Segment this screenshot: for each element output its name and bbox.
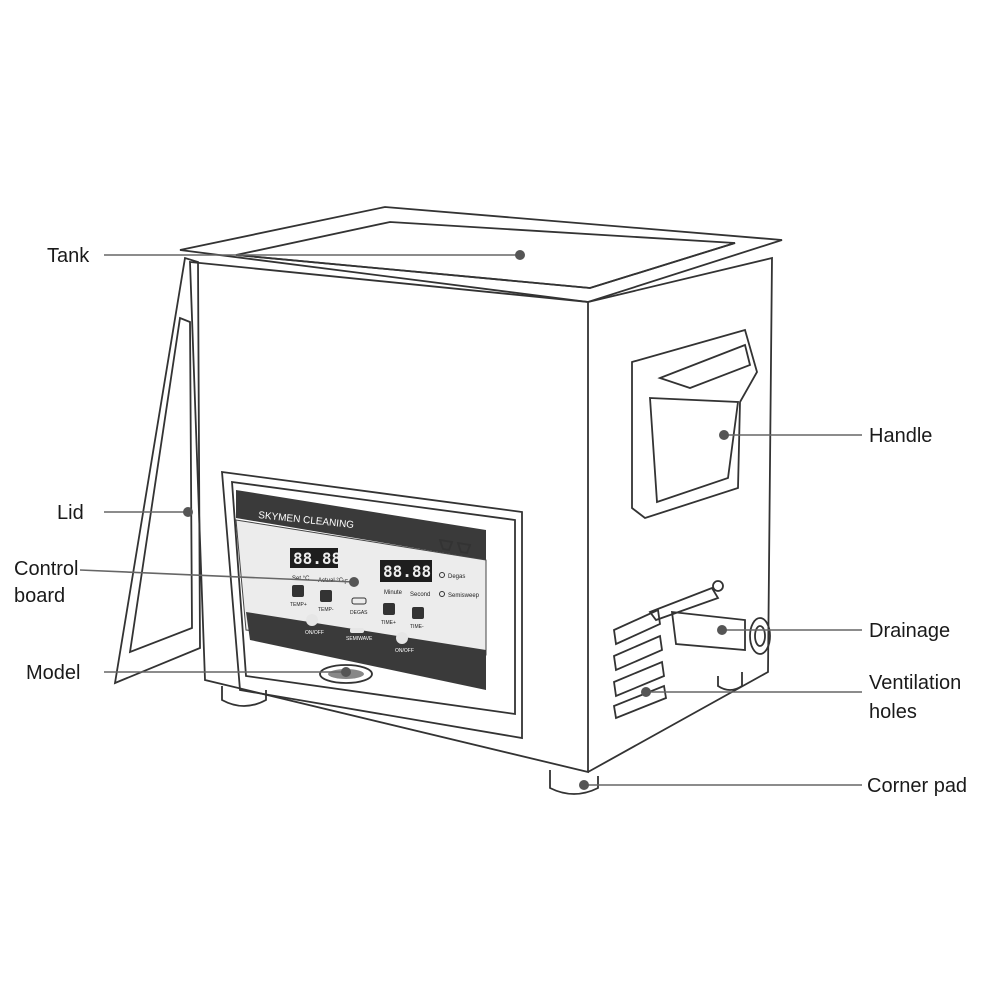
time-up-label: TIME+	[381, 620, 396, 626]
model-badge	[319, 664, 373, 684]
ventilation-holes-illustration	[612, 608, 668, 720]
time-down-button[interactable]	[412, 607, 424, 619]
time-readout: 88.88	[383, 562, 431, 581]
drainage-label: Drainage	[869, 620, 950, 642]
minute-label: Minute	[384, 590, 403, 596]
corner-pads-illustration	[221, 672, 743, 795]
control-panel: SKYMEN CLEANING 88.88 88.88 Set °C Actua…	[221, 470, 523, 740]
second-label: Second	[410, 592, 430, 598]
power-button-right[interactable]	[396, 632, 408, 644]
temp-up-button[interactable]	[292, 585, 304, 597]
semisweep-mode-label: Semisweep	[448, 593, 480, 599]
handle-illustration	[631, 328, 758, 520]
ventilation-holes-label-line2: holes	[869, 701, 917, 723]
time-down-label: TIME-	[410, 624, 424, 630]
time-display	[380, 560, 432, 582]
temp-up-label: TEMP+	[290, 602, 307, 608]
control-board-label-line2: board	[14, 585, 65, 607]
leader-lines	[79, 250, 862, 790]
handle-label: Handle	[869, 425, 932, 447]
lid-illustration	[113, 256, 201, 685]
temp-down-label: TEMP-	[318, 607, 334, 613]
ventilation-holes-label-line1: Ventilation	[869, 672, 961, 694]
cleaner-body	[179, 206, 783, 774]
semiwave-button[interactable]	[350, 628, 364, 633]
power-right-label: ON/OFF	[395, 648, 414, 654]
degas-button[interactable]	[351, 597, 367, 605]
temp-down-button[interactable]	[320, 590, 332, 602]
degas-label: DEGAS	[350, 610, 368, 616]
semiwave-label: SEMIWAVE	[346, 636, 373, 642]
degas-mode-label: Degas	[448, 574, 465, 580]
time-up-button[interactable]	[383, 603, 395, 615]
temperature-readout: 88.88	[293, 549, 341, 568]
corner-pad-label: Corner pad	[867, 775, 967, 797]
power-left-label: ON/OFF	[305, 630, 324, 636]
power-button-left[interactable]	[306, 614, 318, 626]
drain-valve-illustration	[648, 580, 771, 655]
control-board-label-line1: Control	[14, 558, 78, 580]
model-label: Model	[26, 662, 80, 684]
tank-rim	[179, 206, 783, 303]
callout-labels: Tank Lid Control board Model Handle Drai…	[14, 245, 967, 797]
tank-label: Tank	[47, 245, 90, 267]
lid-label: Lid	[57, 502, 84, 524]
temperature-display	[290, 548, 338, 568]
fahrenheit-label: °F	[342, 580, 348, 586]
